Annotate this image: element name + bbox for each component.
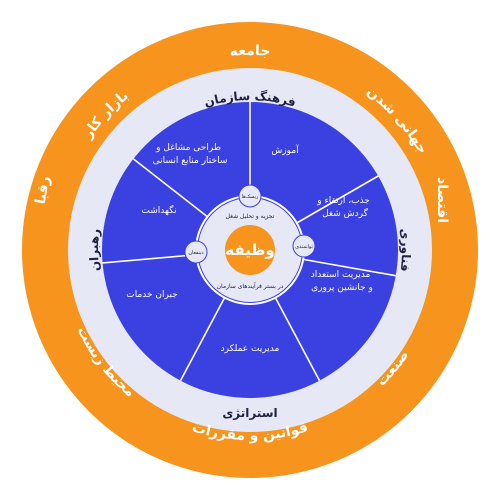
node-right-label: توانمندی [295, 244, 313, 250]
outer-top-label: جامعه [229, 43, 271, 60]
outer-left-label: رقبا [33, 175, 54, 206]
hub-top-text: تجزیه و تحلیل شغل [226, 213, 275, 220]
node-top: ریسک‌ها [238, 184, 262, 208]
hub-bottom-text: در بستر فرآیندهای سازمان [217, 281, 284, 290]
middle-right-label: فناوری [398, 228, 413, 273]
segment-dividers [102, 102, 396, 382]
outer-right-label: اقتصاد [434, 177, 450, 223]
node-right: توانمندی [292, 234, 316, 258]
divider-line [274, 297, 321, 382]
segment-top-right-label: آموزش [271, 144, 299, 156]
segment-left-lower-label: جبران خدمات [126, 290, 178, 300]
divider-line [102, 253, 197, 264]
node-left-label: ذینفعان [188, 250, 203, 256]
divider-line [296, 175, 379, 224]
divider-line [179, 297, 226, 382]
middle-bottom-label: استراتژی [222, 406, 277, 420]
segment-left-upper-label: نگهداشت [141, 204, 176, 216]
core-label: وظیفه [225, 241, 274, 259]
middle-top-label: فرهنگ سازمان [203, 89, 298, 110]
node-left: ذینفعان [184, 240, 208, 264]
segment-right-lower-label: مدیریت استعداد و جانشین پروری [311, 270, 373, 293]
divider-line [132, 158, 208, 218]
hub-core [225, 225, 275, 275]
segment-top-left-label: طراحی مشاغل و ساختار منابع انسانی [153, 143, 228, 166]
segment-bottom-label: مدیریت عملکرد [221, 344, 280, 354]
node-top-label: ریسک‌ها [242, 194, 259, 200]
segment-right-upper-label: جذب، ارتقاء و گردش شغل [316, 196, 373, 219]
middle-left-label: رهبران [87, 228, 102, 272]
divider-line [303, 258, 396, 277]
